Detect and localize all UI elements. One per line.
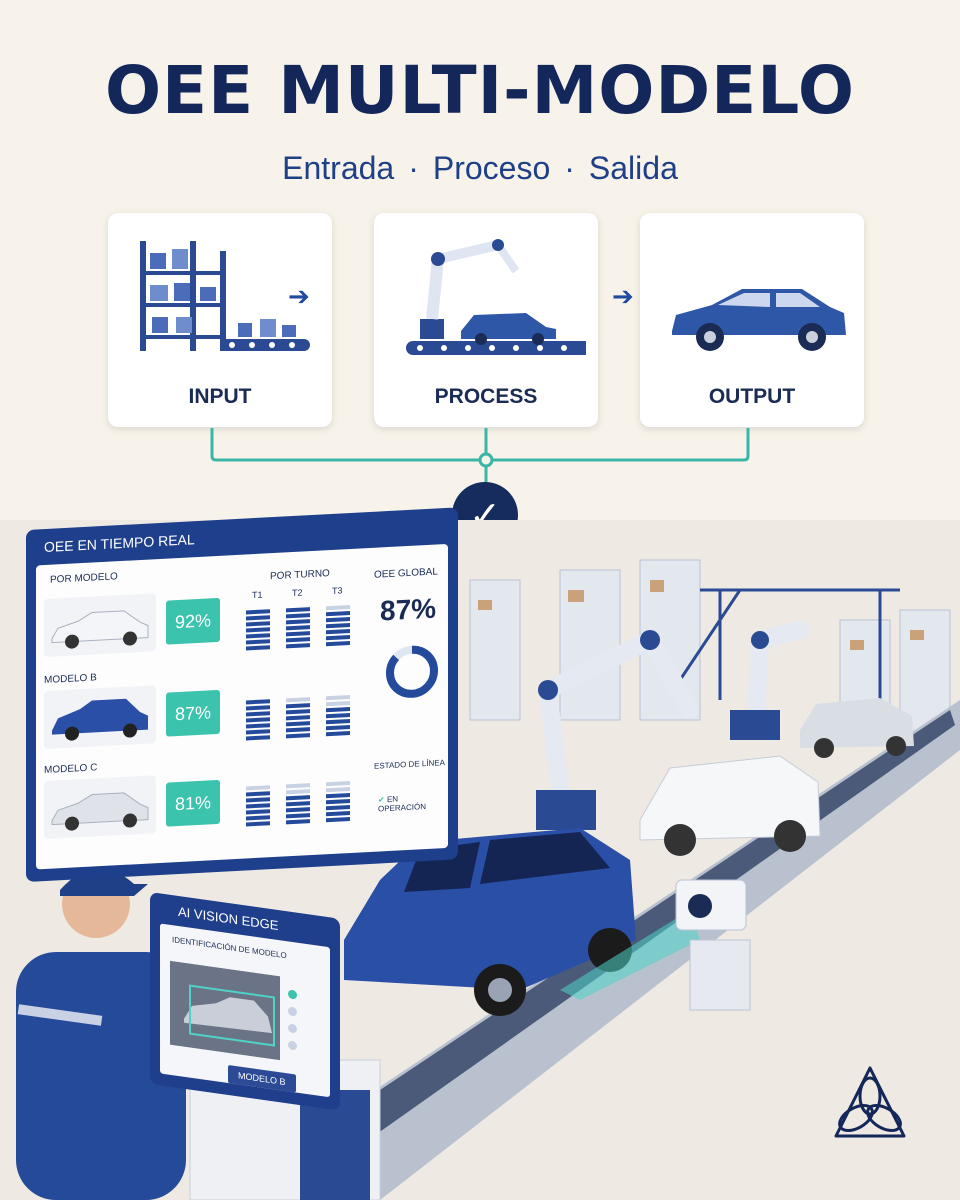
model-oee-value: 81% <box>166 779 220 827</box>
input-label: INPUT <box>188 385 252 408</box>
dashboard-title: OEE EN TIEMPO REAL <box>44 531 195 556</box>
oee-dashboard: OEE EN TIEMPO REAL POR MODELO 92% MODELO… <box>26 507 458 882</box>
shift-bar-stack <box>326 695 350 738</box>
check-circle-icon: ✔ <box>378 795 385 805</box>
input-card: INPUT <box>108 213 332 427</box>
subtitle-process: Proceso <box>432 150 551 186</box>
line-status-text: EN OPERACIÓN <box>378 794 427 814</box>
line-status: ✔ EN OPERACIÓN <box>378 792 448 814</box>
model-name: MODELO B <box>44 672 97 687</box>
by-model-label: POR MODELO <box>50 571 118 586</box>
shift-bar-stack <box>326 605 350 648</box>
oee-global-label: OEE GLOBAL <box>374 566 438 581</box>
shift-bar-stack <box>286 607 310 650</box>
model-row[interactable]: 92% <box>44 589 236 679</box>
process-label: PROCESS <box>434 385 538 408</box>
robot-arm-icon <box>406 239 586 355</box>
car-icon <box>44 685 156 750</box>
model-oee-value: 87% <box>166 689 220 737</box>
car-icon <box>672 289 846 351</box>
shift-label: T3 <box>332 585 343 596</box>
model-row[interactable]: MODELO B 87% <box>44 672 236 771</box>
shift-bar-stack <box>246 699 270 742</box>
subtitle-separator: · <box>564 150 575 186</box>
kiosk-subtitle: IDENTIFICACIÓN DE MODELO <box>172 935 287 961</box>
process-card: PROCESS <box>374 213 598 427</box>
page-title: OEE MULTI-MODELO <box>104 52 856 129</box>
shift-bar-stack <box>286 783 310 826</box>
line-status-label: ESTADO DE LÍNEA <box>374 758 445 771</box>
output-card: OUTPUT <box>640 213 864 427</box>
subtitle-input: Entrada <box>282 150 395 186</box>
subtitle-separator: · <box>408 150 419 186</box>
shift-label: T2 <box>292 587 303 599</box>
oee-global-value: 87% <box>380 592 437 627</box>
camera-preview <box>170 960 280 1061</box>
by-shift-label: POR TURNO <box>270 568 330 583</box>
model-row[interactable]: MODELO C 81% <box>44 762 236 861</box>
shift-label: T1 <box>252 589 263 601</box>
model-name: MODELO C <box>44 762 98 777</box>
car-icon <box>44 593 156 658</box>
oee-donut-gauge <box>386 645 438 698</box>
shift-bar-stack <box>246 785 270 828</box>
arrow-right-icon: ➔ <box>612 282 634 312</box>
flow-connector <box>210 428 750 482</box>
ai-vision-kiosk[interactable]: AI VISION EDGE IDENTIFICACIÓN DE MODELO … <box>150 892 340 1111</box>
arrow-right-icon: ➔ <box>288 282 310 312</box>
page-subtitle: Entrada · Proceso · Salida <box>0 150 960 187</box>
shift-bar-stack <box>286 697 310 740</box>
output-label: OUTPUT <box>708 385 796 408</box>
status-indicators <box>288 989 300 1071</box>
car-icon <box>44 775 156 840</box>
subtitle-output: Salida <box>588 150 678 186</box>
brand-logo-icon <box>834 1066 906 1138</box>
model-oee-value: 92% <box>166 597 220 645</box>
shift-bar-stack <box>326 781 350 824</box>
detected-model-badge[interactable]: MODELO B <box>228 1064 296 1093</box>
shift-bar-stack <box>246 609 270 652</box>
warehouse-shelf-icon <box>140 241 310 351</box>
